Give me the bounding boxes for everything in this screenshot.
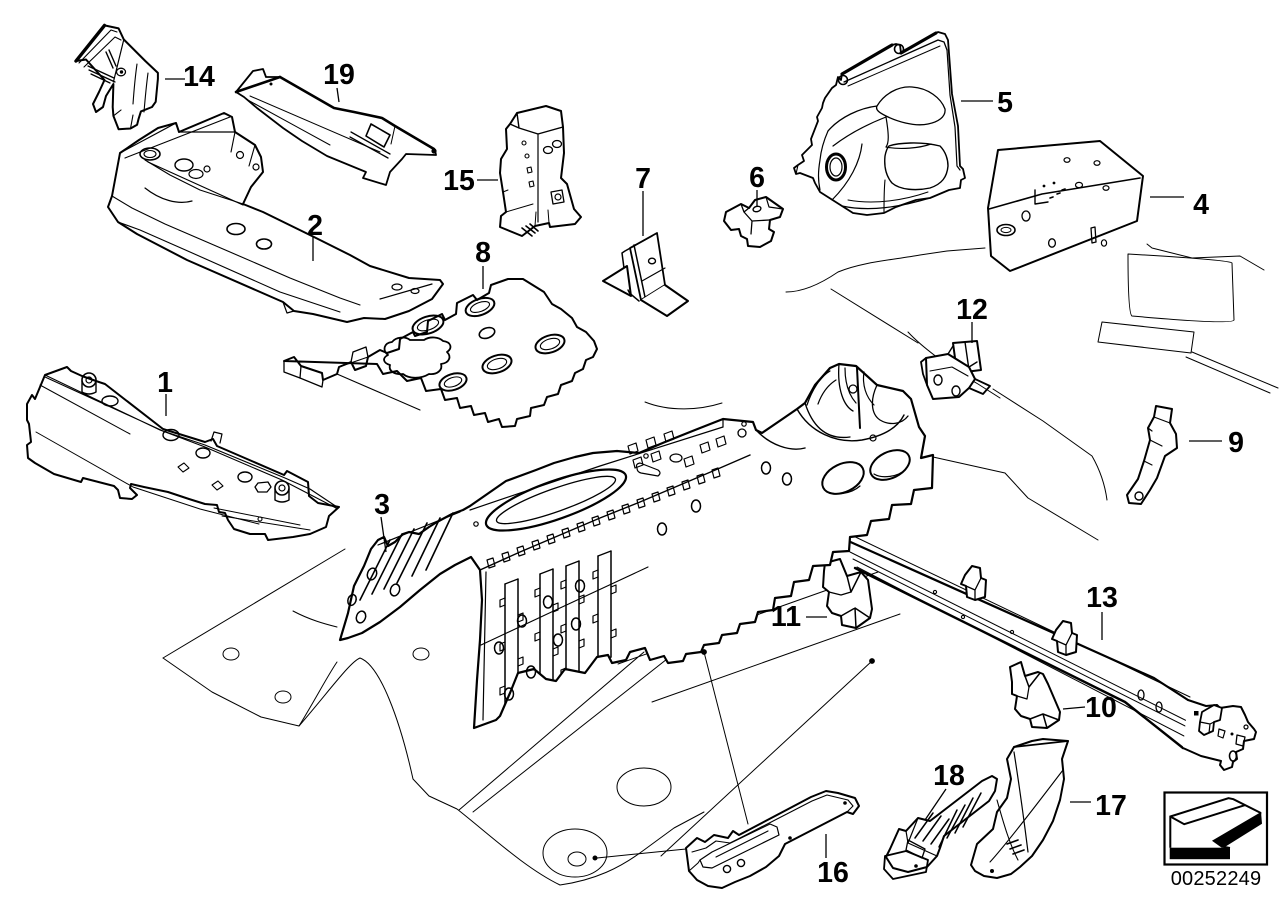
svg-text:8: 8 [475,237,491,269]
svg-text:3: 3 [374,489,390,521]
svg-text:1: 1 [157,367,173,399]
svg-text:6: 6 [749,162,765,194]
svg-text:18: 18 [933,760,965,792]
svg-text:00252249: 00252249 [1171,868,1262,890]
svg-text:5: 5 [997,87,1013,119]
svg-text:9: 9 [1228,427,1244,459]
svg-text:10: 10 [1085,692,1117,724]
svg-text:14: 14 [183,61,215,93]
svg-text:7: 7 [635,163,651,195]
svg-text:2: 2 [307,210,323,242]
svg-text:13: 13 [1086,582,1118,614]
svg-text:11: 11 [771,601,801,633]
svg-text:19: 19 [323,59,355,91]
svg-text:16: 16 [817,857,849,889]
svg-text:17: 17 [1095,790,1127,822]
svg-text:15: 15 [443,165,475,197]
svg-text:12: 12 [956,294,988,326]
svg-text:4: 4 [1193,189,1209,221]
